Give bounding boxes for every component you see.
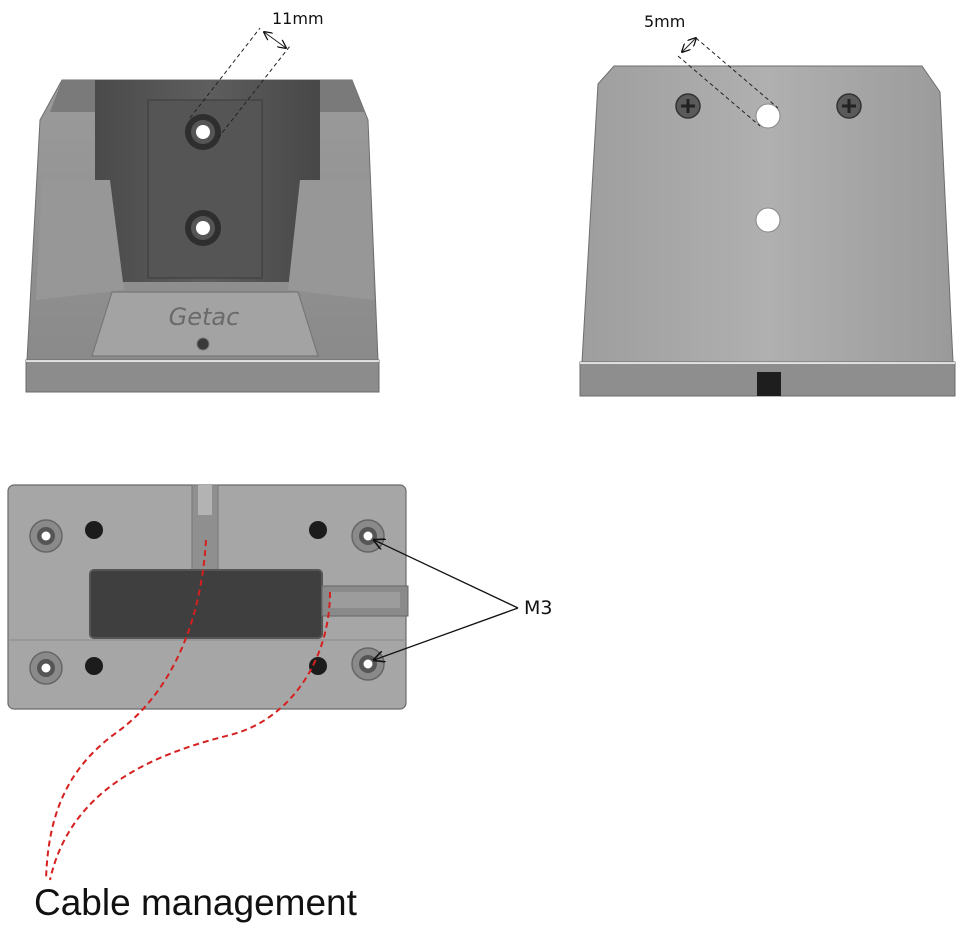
front-logo-text: Getac [169, 303, 240, 331]
cable-route-right [49, 591, 331, 881]
m3-hole-bottom-right [351, 647, 385, 681]
front-base [25, 359, 380, 393]
front-left-ledge [36, 180, 124, 300]
hole-dimension-label: 5mm [644, 12, 686, 31]
cable-routes [45, 539, 331, 881]
front-lower-hole [185, 210, 221, 246]
bottom-channel-inner [330, 592, 400, 608]
rubber-foot-top-right [309, 521, 327, 539]
bottom-center-cavity [89, 569, 323, 639]
cradle-bottom-view [7, 484, 409, 710]
rubber-foot-bottom-right [309, 657, 327, 675]
m3-callout-arrows [374, 540, 519, 660]
m3-hole-bottom-left [29, 651, 63, 685]
front-logo-hole [196, 337, 210, 351]
front-center-rib [147, 99, 263, 279]
cradle-back-view [579, 38, 956, 397]
front-right-ledge [288, 180, 374, 300]
back-left-screw [675, 93, 701, 119]
m3-hole-top-right [351, 519, 385, 553]
cable-route-left [45, 539, 207, 881]
rubber-foot-top-left [85, 521, 103, 539]
m3-hole-top-left [29, 519, 63, 553]
cable-management-caption: Cable management [34, 882, 357, 923]
back-upper-hole [755, 103, 781, 129]
front-logo-plate [91, 291, 319, 357]
cradle-front-view: Getac [25, 27, 380, 393]
hole-dimension-marker [677, 38, 779, 127]
slot-dimension-label: 11mm [272, 9, 324, 28]
screw-size-label: M3 [524, 597, 553, 619]
rubber-foot-bottom-left [85, 657, 103, 675]
slot-dimension-marker [189, 27, 291, 139]
bottom-groove-inner [198, 485, 212, 515]
front-upper-hole [185, 114, 221, 150]
back-right-screw [836, 93, 862, 119]
back-lower-hole [755, 207, 781, 233]
back-cable-notch [757, 372, 781, 396]
